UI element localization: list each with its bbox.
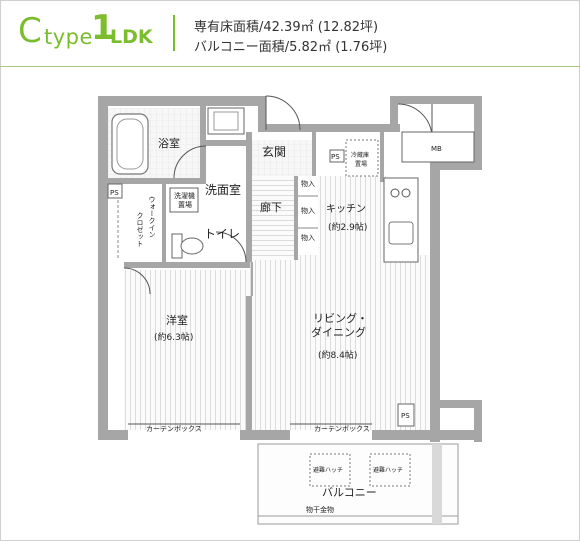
ps-box-1 — [107, 183, 123, 199]
living-floor — [250, 255, 430, 430]
balcony-floor — [258, 445, 458, 523]
washroom-label: 洗面室 — [205, 182, 241, 197]
living-label-2: ダイニング — [311, 325, 366, 339]
western-room-floor — [124, 270, 250, 430]
escape-hatch-2 — [369, 453, 411, 487]
hallway-floor — [250, 176, 294, 260]
kitchen-counter — [383, 177, 419, 263]
stove-burner-1 — [390, 188, 400, 198]
closet-label: クロゼット — [136, 212, 144, 247]
ps-label-2: PS — [331, 153, 340, 161]
hallway-label: 廊下 — [260, 200, 282, 214]
fridge-area — [345, 139, 379, 177]
type-word: type — [44, 25, 93, 49]
type-number: 1 — [91, 8, 115, 48]
escape-hatch-label-2: 避難ハッチ — [373, 466, 403, 474]
living-label-1: リビング・ — [313, 311, 368, 325]
washer-area — [169, 187, 199, 213]
washer-label-2: 置場 — [178, 200, 192, 209]
balcony-outline — [257, 443, 459, 525]
toilet-bowl — [180, 237, 204, 255]
kitchen-floor — [318, 176, 390, 260]
storage-label-3: 物入 — [301, 233, 315, 242]
storage-label-1: 物入 — [301, 179, 315, 188]
curtain-box-label-1: カーテンボックス — [146, 425, 202, 433]
balcony-area-text: バルコニー面積/5.82㎡ (1.76坪) — [194, 40, 388, 55]
bathtub — [111, 113, 149, 175]
fridge-label-2: 置場 — [355, 160, 367, 168]
drying-rack-label: 物干金物 — [306, 505, 334, 514]
washer-label-1: 洗濯機 — [174, 191, 195, 200]
kitchen-size-label: (約2.9帖) — [328, 221, 367, 233]
ps-box-3 — [397, 403, 415, 427]
bathtub-inner — [116, 118, 144, 170]
walk-in-label: ウォークイン — [148, 196, 156, 238]
type-layout: LDK — [110, 26, 153, 48]
western-room-label: 洋室 — [166, 313, 188, 327]
walls — [98, 96, 482, 442]
balcony-label: バルコニー — [322, 486, 377, 499]
entrance-label: 玄関 — [262, 144, 286, 159]
mb-label: MB — [431, 145, 442, 153]
toilet-label: トイレ — [204, 227, 240, 241]
storage-label-2: 物入 — [301, 206, 315, 215]
doors — [123, 95, 433, 425]
kitchen-sink — [388, 221, 414, 245]
mb-box — [401, 131, 475, 163]
header-divider — [173, 15, 175, 51]
private-area-text: 専有床面積/42.39㎡ (12.82坪) — [194, 20, 379, 35]
ps-box-2 — [329, 149, 345, 163]
header-underline — [0, 66, 580, 67]
balcony-partition — [432, 444, 442, 524]
plan-header: C type 1 LDK 専有床面積/42.39㎡ (12.82坪) バルコニー… — [0, 0, 580, 66]
curtain-box-label-2: カーテンボックス — [314, 425, 370, 433]
western-room-size-label: (約6.3帖) — [154, 331, 193, 343]
escape-hatch-label-1: 避難ハッチ — [313, 466, 343, 474]
ps-label-1: PS — [110, 189, 119, 197]
kitchen-label: キッチン — [326, 203, 366, 215]
type-prefix: C — [18, 11, 42, 51]
stove-burner-2 — [401, 188, 411, 198]
entrance-floor — [252, 140, 312, 176]
fridge-label-1: 冷蔵庫 — [351, 151, 369, 159]
ps-label-3: PS — [401, 412, 410, 420]
escape-hatch-1 — [309, 453, 351, 487]
living-size-label: (約8.4帖) — [318, 349, 357, 361]
bath-label: 浴室 — [158, 136, 180, 150]
washbasin-bowl — [213, 111, 239, 131]
